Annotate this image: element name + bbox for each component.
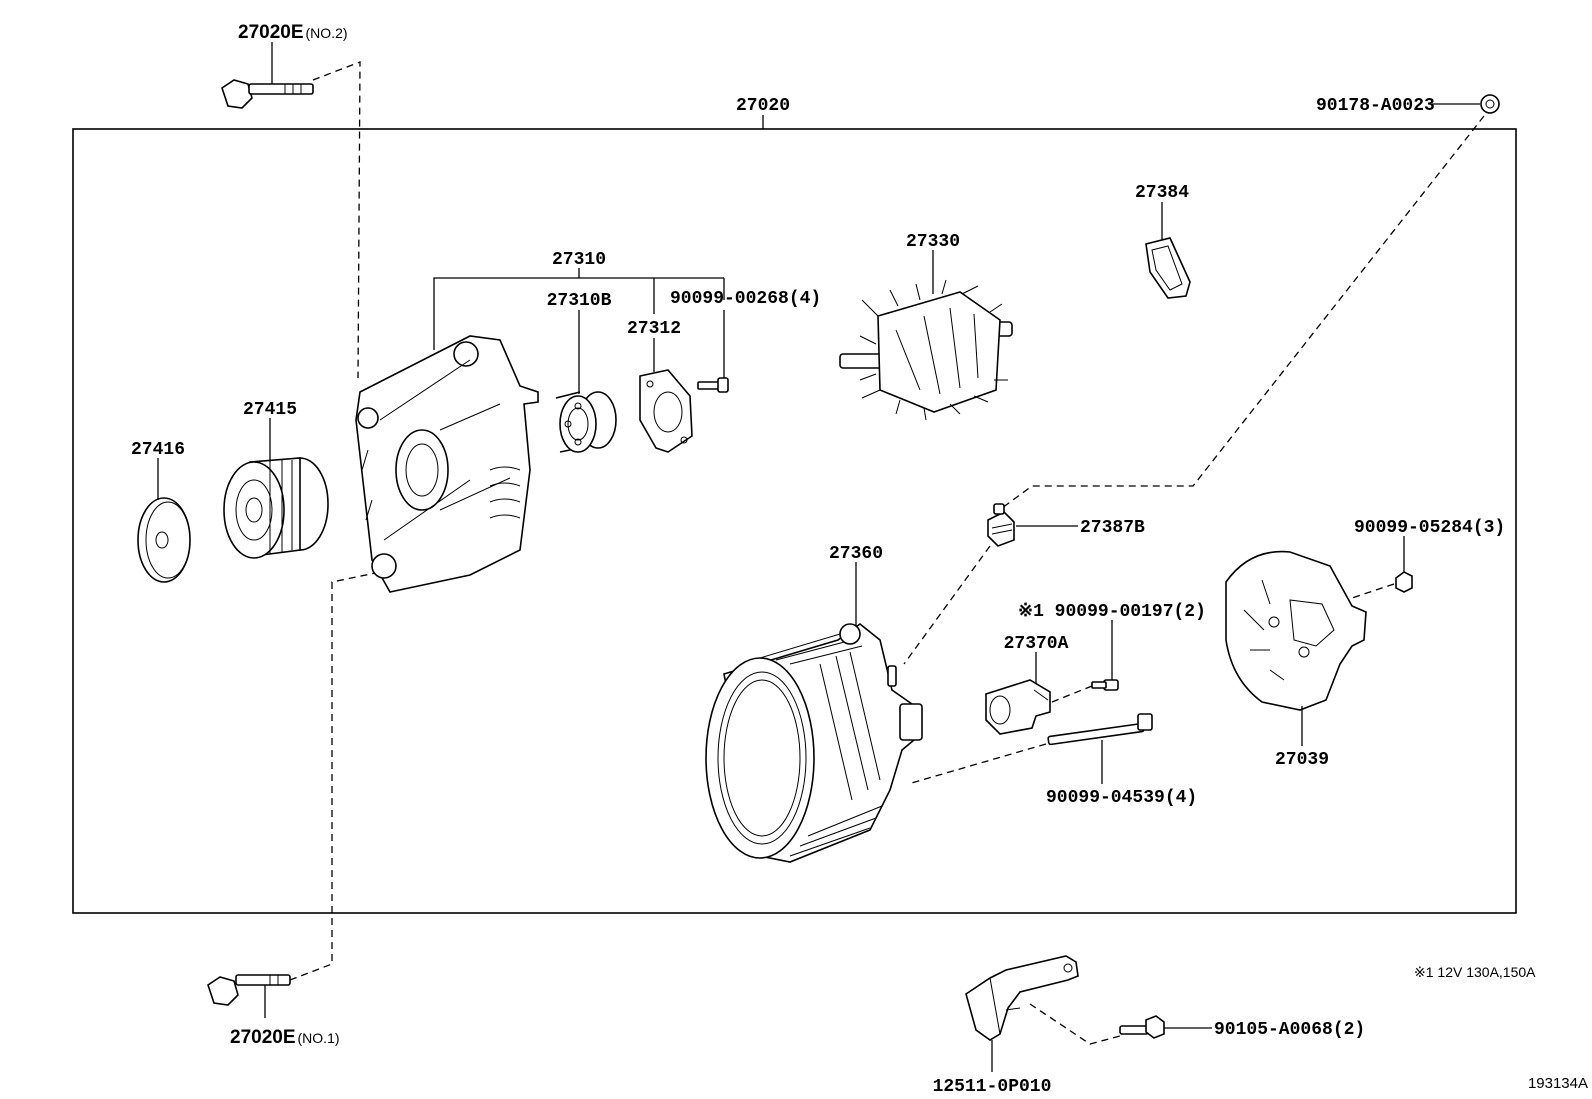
retainer-plate-illustration [639, 369, 693, 453]
label-12511-0P010[interactable]: 12511-0P010 [933, 1077, 1052, 1097]
label-90099-04539[interactable]: 90099-04539(4) [1046, 788, 1197, 808]
label-27415[interactable]: 27415 [243, 400, 297, 420]
label-27312[interactable]: 27312 [627, 319, 681, 339]
bolt-no1-illustration [207, 974, 291, 1006]
bolt-no2-illustration [221, 79, 314, 109]
screw-90099-00197-illustration [1091, 679, 1119, 691]
label-27330[interactable]: 27330 [906, 232, 960, 252]
label-90099-00268[interactable]: 90099-00268(4) [670, 289, 821, 309]
assembly-boundary-box [72, 128, 1517, 914]
figure-number: 193134A [1528, 1075, 1588, 1092]
bearing-illustration [555, 391, 617, 453]
label-90178-A0023[interactable]: 90178-A0023 [1316, 96, 1435, 116]
label-90105-A0068[interactable]: 90105-A0068(2) [1214, 1020, 1365, 1040]
rotor-illustration [839, 279, 1013, 421]
label-27416[interactable]: 27416 [131, 440, 185, 460]
drive-end-frame-illustration [355, 335, 539, 593]
pulley-cap-illustration [137, 497, 191, 583]
rear-cover-illustration [1225, 550, 1367, 711]
brush-holder-illustration [985, 679, 1051, 735]
nut-90178-illustration [1480, 94, 1500, 114]
label-bolt-no2[interactable]: 27020E(NO.2) [238, 22, 348, 43]
through-bolt-illustration [1047, 713, 1153, 746]
label-27310B[interactable]: 27310B [547, 291, 612, 311]
label-27039[interactable]: 27039 [1275, 750, 1329, 770]
assembly-label[interactable]: 27020 [736, 96, 790, 116]
rectifier-end-frame-illustration [705, 622, 923, 863]
label-90099-00197[interactable]: ※1 90099-00197(2) [1018, 602, 1206, 622]
pulley-illustration [223, 457, 329, 559]
bolt-90105-illustration [1119, 1015, 1165, 1039]
label-27360[interactable]: 27360 [829, 544, 883, 564]
label-27310[interactable]: 27310 [552, 250, 606, 270]
label-27387B[interactable]: 27387B [1080, 518, 1145, 538]
terminal-cover-illustration [1145, 237, 1191, 299]
bracket-illustration [965, 955, 1079, 1041]
label-27370A[interactable]: 27370A [1004, 634, 1069, 654]
label-bolt-no1[interactable]: 27020E(NO.1) [230, 1027, 340, 1048]
terminal-insulator-illustration [987, 503, 1015, 547]
footnote: ※1 12V 130A,150A [1414, 964, 1536, 980]
label-27384[interactable]: 27384 [1135, 183, 1189, 203]
label-90099-05284[interactable]: 90099-05284(3) [1354, 518, 1505, 538]
screw-90099-00268-illustration [697, 377, 729, 393]
nut-90099-05284-illustration [1395, 571, 1413, 593]
